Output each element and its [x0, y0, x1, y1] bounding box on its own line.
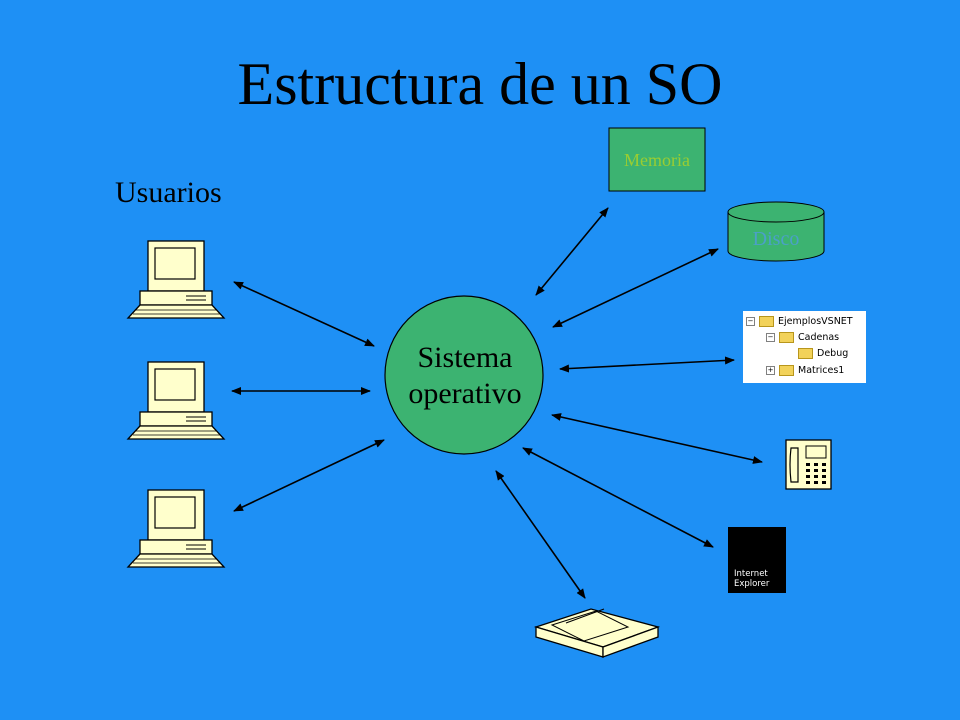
arrow-user3-os — [233, 439, 385, 512]
os-label-line2: operativo — [408, 377, 522, 410]
computer-icon — [126, 489, 226, 568]
tree-item[interactable]: − Cadenas — [766, 331, 839, 345]
tree-item-label: Debug — [817, 348, 849, 359]
page-title: Estructura de un SO — [237, 51, 723, 117]
computer-icon — [126, 361, 226, 440]
computer-icon — [126, 240, 226, 319]
arrow-os-phone — [551, 413, 763, 464]
tree-item-label: Matrices1 — [798, 365, 845, 376]
arrow-user1-os — [233, 281, 375, 347]
arrow-os-disco — [552, 248, 719, 328]
tree-item-label: Cadenas — [798, 332, 840, 343]
internet-explorer-label: Internet Explorer — [734, 569, 770, 589]
scanner-icon — [533, 608, 661, 658]
arrow-os-scanner — [495, 470, 586, 599]
internet-explorer-tile[interactable]: Internet Explorer — [728, 527, 786, 593]
telephone-icon — [785, 439, 832, 490]
folder-tree: −EjemplosVSNET −Cadenas Debug +Matrices1 — [743, 311, 866, 383]
expand-icon[interactable]: + — [766, 366, 775, 375]
users-label: Usuarios — [115, 176, 222, 209]
os-circle — [384, 295, 544, 455]
memoria-label: Memoria — [624, 150, 690, 170]
disco-label: Disco — [752, 228, 800, 250]
folder-icon — [779, 332, 794, 343]
collapse-icon[interactable]: − — [746, 317, 755, 326]
memoria-box — [608, 127, 706, 192]
arrow-os-memoria — [535, 207, 609, 296]
folder-icon — [759, 316, 774, 327]
tree-item[interactable]: + Matrices1 — [766, 364, 844, 378]
os-label-line1: Sistema — [417, 341, 513, 374]
tree-item[interactable]: − EjemplosVSNET — [746, 315, 853, 329]
disco-cylinder — [727, 201, 825, 262]
arrow-os-explorer — [559, 356, 735, 373]
collapse-icon[interactable]: − — [766, 333, 775, 342]
tree-item-label: EjemplosVSNET — [778, 316, 853, 327]
arrow-os-ie — [522, 447, 714, 548]
os-label: Sistema operativo — [385, 340, 545, 412]
tree-item[interactable]: Debug — [798, 347, 848, 361]
folder-icon — [779, 365, 794, 376]
folder-icon — [798, 348, 813, 359]
